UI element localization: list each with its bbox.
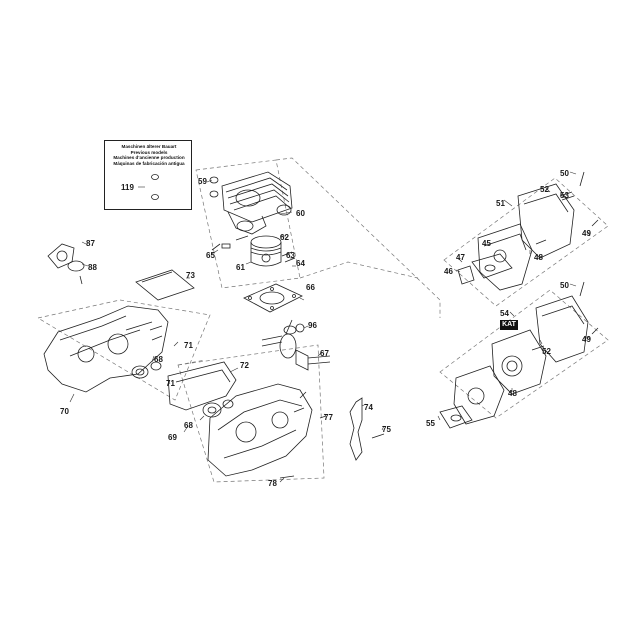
bearings	[131, 361, 234, 418]
label-69: 69	[168, 433, 177, 442]
frame-tab	[177, 359, 206, 366]
frame-link-muffler	[299, 261, 419, 279]
label-73: 73	[186, 271, 195, 280]
crankshaft	[261, 319, 331, 371]
crankcase-gasket	[167, 361, 237, 411]
frame-case-half	[177, 344, 325, 483]
label-68a: 68	[154, 355, 163, 364]
frame-crankcase	[37, 299, 211, 401]
frame-muffler-old	[443, 177, 609, 307]
label-51: 51	[496, 199, 505, 208]
note-line-3: Machines d'ancienne production	[113, 155, 185, 161]
frame-muffler-kat	[439, 289, 609, 419]
label-50b: 50	[560, 281, 569, 290]
note-line-1: Maschinen älterer Bauart	[121, 144, 177, 149]
label-47: 47	[456, 253, 465, 262]
label-46: 46	[444, 267, 453, 276]
label-66: 66	[306, 283, 315, 292]
label-52a: 52	[540, 185, 549, 194]
label-55: 55	[426, 419, 435, 428]
previous-models-note: Maschinen älterer Bauart Previous models…	[104, 140, 192, 210]
intake-gasket	[135, 269, 195, 301]
label-96: 96	[308, 321, 317, 330]
label-48b: 48	[508, 389, 517, 398]
label-50a: 50	[560, 169, 569, 178]
label-71a: 71	[184, 341, 193, 350]
label-52b: 52	[542, 347, 551, 356]
part-labels: 59 60 62 61 63 64 65 66 96 67 73 87 88 7…	[60, 169, 591, 488]
label-119: 119	[121, 183, 134, 192]
note-text: Maschinen älterer Bauart Previous models…	[105, 144, 193, 166]
label-64: 64	[296, 259, 305, 268]
chain-catcher	[349, 397, 363, 461]
intake-flange	[47, 243, 85, 285]
cylinder-gasket	[243, 283, 303, 313]
label-77: 77	[324, 413, 333, 422]
label-61: 61	[236, 263, 245, 272]
washer-icon	[151, 174, 159, 180]
leader-lines	[69, 171, 591, 483]
label-59: 59	[198, 177, 207, 186]
note-line-4: Máquinas de fabricación antigua	[113, 160, 185, 166]
cylinder	[209, 171, 293, 235]
label-53: 53	[560, 191, 569, 200]
label-71b: 71	[166, 379, 175, 388]
label-67: 67	[320, 349, 329, 358]
piston	[221, 235, 296, 267]
label-75: 75	[382, 425, 391, 434]
note-line-2: Previous models	[130, 149, 168, 155]
label-60: 60	[296, 209, 305, 218]
label-68b: 68	[184, 421, 193, 430]
crankcase-left	[43, 305, 169, 393]
muffler-kat	[439, 295, 589, 429]
frame-link-cylinder	[275, 157, 441, 318]
muffler-old	[457, 183, 575, 291]
label-48a: 48	[534, 253, 543, 262]
note-parts: 119	[121, 174, 159, 200]
label-54: 54	[500, 309, 509, 318]
label-72: 72	[240, 361, 249, 370]
frame-cylinder	[195, 159, 301, 289]
label-87: 87	[86, 239, 95, 248]
label-49a: 49	[582, 229, 591, 238]
label-65: 65	[206, 251, 215, 260]
crankcase-right	[207, 383, 313, 477]
label-78: 78	[268, 479, 277, 488]
label-63: 63	[286, 251, 295, 260]
screws	[211, 171, 599, 479]
group-frames	[37, 157, 609, 483]
label-88: 88	[88, 263, 97, 272]
label-70: 70	[60, 407, 69, 416]
label-45: 45	[482, 239, 491, 248]
label-49b: 49	[582, 335, 591, 344]
washer-icon	[151, 194, 159, 200]
kat-badge: KAT	[500, 320, 518, 330]
label-62: 62	[280, 233, 289, 242]
label-74: 74	[364, 403, 373, 412]
